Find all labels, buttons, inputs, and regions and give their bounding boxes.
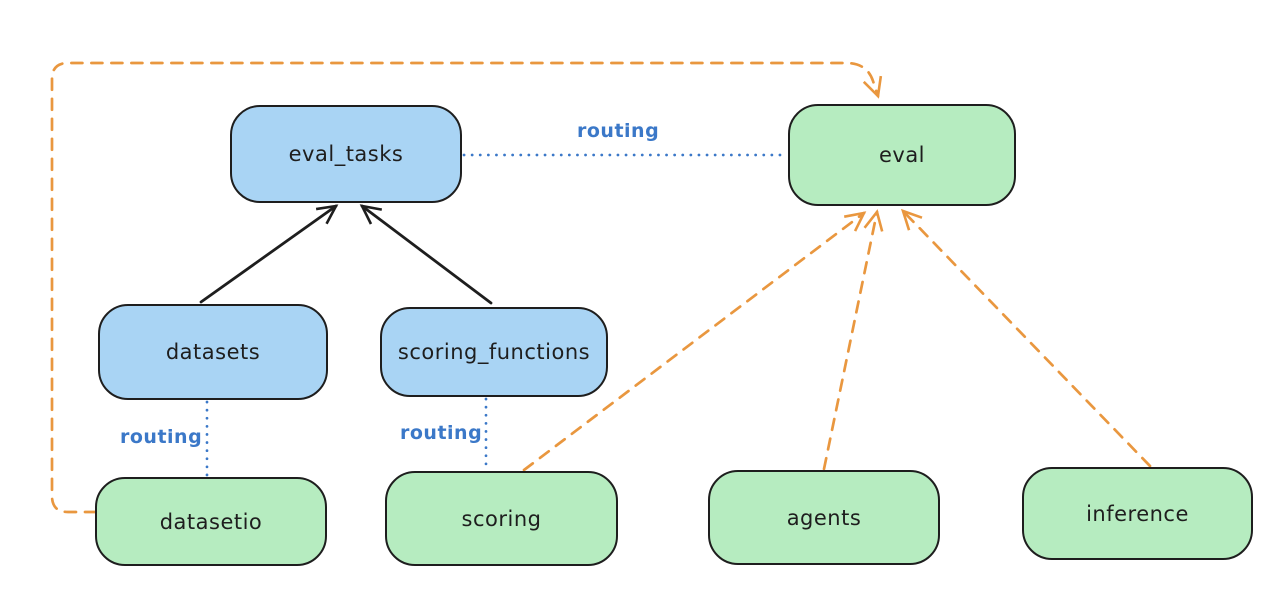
node-inference-label: inference — [1086, 501, 1189, 526]
edge-datasets-to-eval-tasks — [199, 204, 339, 304]
edge-datasetio-loop-to-eval — [50, 61, 883, 514]
node-datasets: datasets — [98, 304, 328, 400]
edge-inference-to-eval — [900, 208, 1152, 468]
routing-label-datasets-datasetio: routing — [120, 426, 203, 448]
node-agents: agents — [708, 470, 940, 565]
node-scoring-functions-label: scoring_functions — [397, 340, 591, 364]
node-datasetio: datasetio — [95, 477, 327, 566]
node-scoring-functions: scoring_functions — [380, 307, 608, 397]
node-eval-tasks: eval_tasks — [230, 105, 462, 203]
node-inference: inference — [1022, 467, 1253, 560]
routing-label-eval-tasks-eval: routing — [577, 120, 660, 142]
node-scoring-label: scoring — [461, 506, 542, 531]
node-agents-label: agents — [786, 505, 862, 530]
node-scoring: scoring — [385, 471, 618, 566]
edge-agents-to-eval — [822, 209, 884, 471]
node-datasets-label: datasets — [165, 340, 261, 364]
routing-label-scoring-functions-scoring: routing — [400, 422, 483, 444]
node-eval-tasks-label: eval_tasks — [288, 142, 404, 166]
edge-scoring-functions-to-eval-tasks — [359, 204, 493, 305]
node-eval-label: eval — [878, 143, 926, 167]
edge-scoring-to-eval — [522, 211, 867, 472]
node-datasetio-label: datasetio — [159, 509, 263, 534]
node-eval: eval — [788, 104, 1016, 206]
